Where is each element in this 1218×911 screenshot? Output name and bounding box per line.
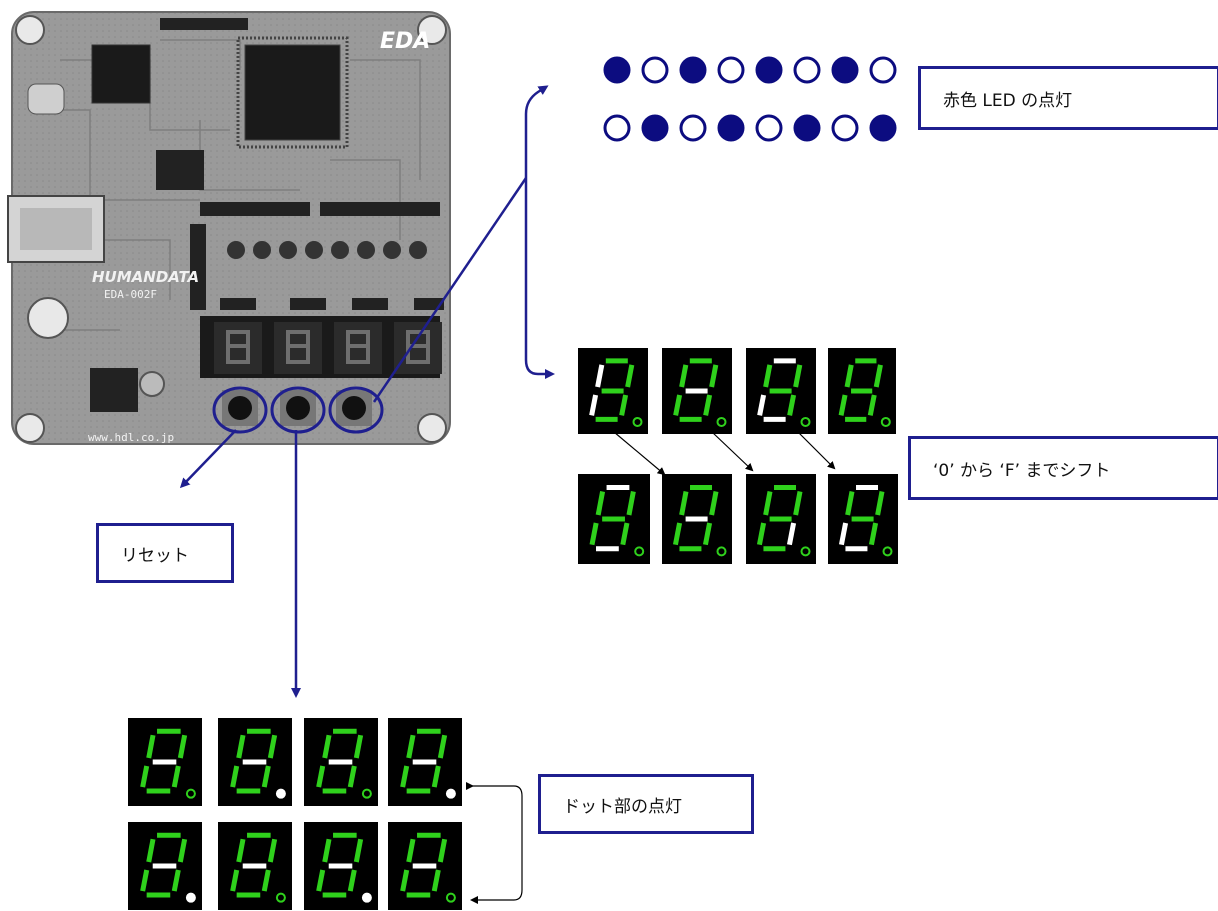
seven-seg-digit bbox=[578, 474, 650, 564]
board-seven-seg-displays bbox=[200, 316, 442, 378]
eda-board: EDA HUMANDATA EDA-002F www.hdl.co.jp bbox=[8, 12, 450, 444]
microcontroller-chip bbox=[92, 45, 150, 103]
seven-seg-digit bbox=[746, 348, 816, 434]
push-button-dot bbox=[280, 390, 316, 426]
shift-callout: ‘0’ から ‘F’ までシフト bbox=[908, 436, 1218, 500]
seven-seg-digit bbox=[388, 822, 462, 910]
seven-seg-digit bbox=[828, 348, 896, 434]
led-off bbox=[833, 116, 857, 140]
led-off bbox=[681, 116, 705, 140]
seven-seg-digit bbox=[304, 718, 378, 806]
bracket-to-seven-seg bbox=[526, 178, 552, 374]
shift-arrow bbox=[796, 430, 834, 468]
led-on bbox=[681, 58, 705, 82]
decimal-point bbox=[277, 790, 285, 798]
red-led-callout-text: 赤色 LED の点灯 bbox=[943, 86, 1072, 111]
led-off bbox=[757, 116, 781, 140]
board-model: EDA-002F bbox=[104, 288, 157, 301]
mount-hole bbox=[16, 16, 44, 44]
shift-callout-text: ‘0’ から ‘F’ までシフト bbox=[933, 456, 1110, 481]
red-led-callout: 赤色 LED の点灯 bbox=[918, 66, 1218, 130]
led-off bbox=[643, 58, 667, 82]
led-on bbox=[605, 58, 629, 82]
seven-seg-digit bbox=[746, 474, 816, 564]
shift-arrows bbox=[614, 430, 834, 474]
led-on bbox=[833, 58, 857, 82]
push-button-shift bbox=[336, 390, 372, 426]
decimal-point bbox=[363, 894, 371, 902]
fpga-chip bbox=[245, 45, 340, 140]
led-off bbox=[605, 116, 629, 140]
led-on bbox=[757, 58, 781, 82]
dot-callout-text: ドット部の点灯 bbox=[563, 792, 682, 817]
seven-seg-digit bbox=[828, 474, 898, 564]
board-maker: HUMANDATA bbox=[92, 268, 199, 286]
led-off bbox=[795, 58, 819, 82]
led-on bbox=[795, 116, 819, 140]
decimal-point bbox=[447, 790, 455, 798]
dot-callout: ドット部の点灯 bbox=[538, 774, 754, 834]
red-led-pattern bbox=[605, 58, 895, 140]
bracket-to-leds bbox=[526, 87, 546, 178]
seven-seg-digit bbox=[662, 348, 732, 434]
led-off bbox=[871, 58, 895, 82]
reset-callout-text: リセット bbox=[121, 541, 189, 566]
seven-seg-digit bbox=[128, 718, 202, 806]
led-on bbox=[719, 116, 743, 140]
mount-hole bbox=[418, 414, 446, 442]
board-url: www.hdl.co.jp bbox=[88, 431, 174, 444]
mount-hole bbox=[16, 414, 44, 442]
led-on bbox=[643, 116, 667, 140]
board-brand: EDA bbox=[380, 29, 430, 54]
led-on bbox=[871, 116, 895, 140]
shift-arrow bbox=[712, 432, 752, 470]
seven-seg-digit bbox=[388, 718, 462, 806]
shift-arrow bbox=[614, 432, 664, 474]
seven-seg-digit bbox=[218, 822, 292, 910]
dot-bracket-arrow bbox=[472, 786, 522, 900]
seven-seg-digit bbox=[304, 822, 378, 910]
decimal-point bbox=[187, 894, 195, 902]
push-button-reset bbox=[222, 390, 258, 426]
seven-seg-digit bbox=[218, 718, 292, 806]
reset-callout: リセット bbox=[96, 523, 234, 583]
seven-seg-digit bbox=[578, 348, 648, 434]
seven-seg-dot-group bbox=[128, 718, 462, 910]
seven-seg-digit bbox=[128, 822, 202, 910]
led-off bbox=[719, 58, 743, 82]
seven-seg-digit bbox=[662, 474, 732, 564]
